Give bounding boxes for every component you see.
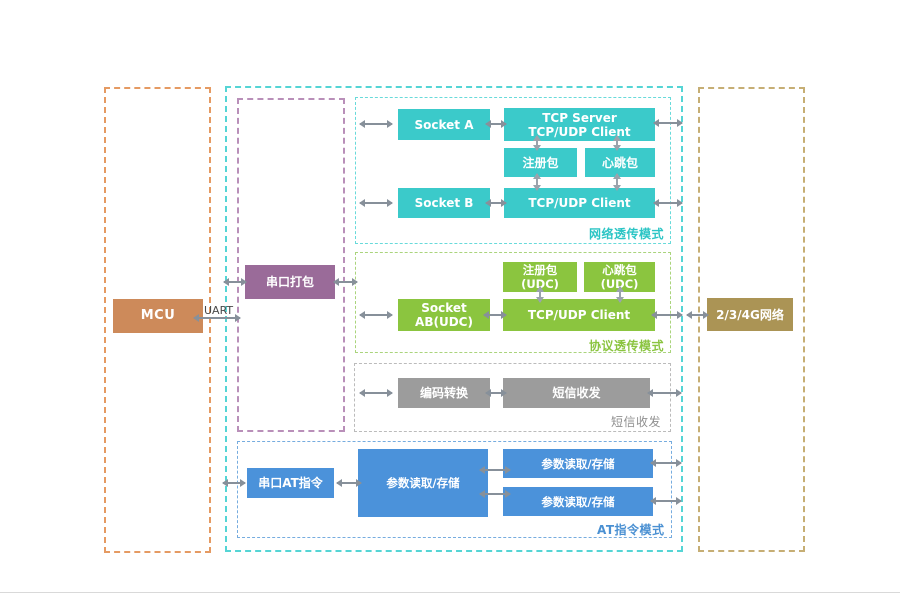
- mcu-box: MCU: [113, 299, 203, 333]
- arrow-tcpudp-udc-out: [651, 311, 683, 319]
- arrow-param-lower: [479, 490, 511, 498]
- wan-group-frame: [698, 87, 805, 552]
- mcu-label: MCU: [140, 308, 176, 323]
- arrow-tcpserver-out: [653, 119, 683, 127]
- arrow-param-lower-out: [650, 497, 682, 505]
- heartbeat-packet-udc-box: 心跳包 (UDC): [584, 262, 655, 292]
- sms-transceiver-box: 短信收发: [503, 378, 650, 408]
- arrow-serialpack-left: [223, 278, 247, 286]
- at-mode-section: [237, 441, 672, 538]
- arrow-heartudc-tcpudp: [616, 286, 624, 303]
- socket-ab-line1: Socket: [421, 301, 467, 315]
- tcp-server-line1: TCP Server: [542, 110, 617, 125]
- heartbeat-packet-label: 心跳包: [601, 155, 638, 170]
- page-bottom-divider: [0, 592, 900, 593]
- network-mode-section: [355, 97, 671, 244]
- arrow-module-wan: [686, 311, 709, 319]
- socket-b-label: Socket B: [414, 196, 474, 210]
- arrow-sms-out: [647, 389, 682, 397]
- param-read-store-lower-label: 参数读取/存储: [541, 494, 615, 509]
- sms-transceiver-label: 短信收发: [552, 386, 601, 400]
- wan-label: 2/3/4G网络: [716, 307, 784, 322]
- serial-at-command-label: 串口AT指令: [258, 476, 323, 490]
- serial-at-command-box: 串口AT指令: [247, 468, 334, 498]
- arrow-param-upper-out: [650, 459, 682, 467]
- arrow-serialat-param: [336, 479, 362, 487]
- param-read-store-main-box: 参数读取/存储: [358, 449, 488, 517]
- tcp-udp-client-udc-box: TCP/UDP Client: [503, 299, 655, 331]
- arrow-socketb-tcpudp: [485, 199, 507, 207]
- socket-ab-line2: AB(UDC): [415, 315, 473, 329]
- arrow-tcpserver-heartbeat: [613, 135, 621, 151]
- protocol-mode-title: 协议透传模式: [589, 339, 665, 353]
- module-group-frame: [225, 86, 683, 552]
- socket-b-box: Socket B: [398, 188, 490, 218]
- tcp-server-box: TCP Server TCP/UDP Client: [504, 108, 655, 141]
- serial-pack-frame: [237, 98, 345, 432]
- arrow-param-upper: [479, 466, 511, 474]
- arrow-heartbeat-tcpudp: [613, 173, 621, 191]
- encoding-conversion-label: 编码转换: [419, 386, 468, 400]
- arrow-serialat-in: [222, 479, 246, 487]
- param-read-store-upper-label: 参数读取/存储: [541, 456, 615, 471]
- arrow-encoding-in: [359, 389, 393, 397]
- socket-a-label: Socket A: [414, 117, 474, 132]
- serial-pack-label: 串口打包: [265, 275, 314, 289]
- tcp-udp-client-udc-label: TCP/UDP Client: [527, 308, 631, 322]
- arrow-socketab-tcpudp: [483, 311, 507, 319]
- arrow-regudc-tcpudp: [536, 286, 544, 303]
- socket-ab-box: Socket AB(UDC): [398, 299, 490, 331]
- arrow-encoding-sms: [485, 389, 507, 397]
- arrow-socketab-in: [359, 311, 393, 319]
- arrow-regpacket-tcpudp: [533, 173, 541, 191]
- sms-section-title: 短信收发: [611, 415, 662, 429]
- wan-box: 2/3/4G网络: [707, 298, 793, 331]
- protocol-mode-section: [355, 252, 671, 353]
- arrow-socketa-tcpserver: [485, 120, 507, 128]
- arrow-serialpack-right: [333, 278, 358, 286]
- arrow-socketa-in: [359, 120, 393, 128]
- heartbeat-packet-udc-label: 心跳包 (UDC): [600, 263, 639, 291]
- mcu-group-frame: [104, 87, 211, 553]
- tcp-udp-client-box: TCP/UDP Client: [504, 188, 655, 218]
- network-mode-title: 网络透传模式: [589, 227, 665, 241]
- at-mode-title: AT指令模式: [597, 523, 665, 537]
- reg-packet-udc-label: 注册包 (UDC): [521, 263, 559, 291]
- reg-packet-box: 注册包: [504, 148, 577, 177]
- param-read-store-lower-box: 参数读取/存储: [503, 487, 653, 516]
- socket-a-box: Socket A: [398, 109, 490, 140]
- param-read-store-main-label: 参数读取/存储: [386, 476, 460, 490]
- param-read-store-upper-box: 参数读取/存储: [503, 449, 653, 478]
- arrow-socketb-in: [359, 199, 393, 207]
- arrow-tcpudp-out: [653, 199, 683, 207]
- tcp-server-line2: TCP/UDP Client: [528, 124, 631, 139]
- tcp-udp-client-label: TCP/UDP Client: [528, 196, 631, 210]
- arrow-mcu-uart: [193, 314, 241, 322]
- serial-pack-box: 串口打包: [245, 265, 335, 299]
- reg-packet-label: 注册包: [522, 155, 559, 170]
- arrow-tcpserver-regpacket: [533, 135, 541, 151]
- encoding-conversion-box: 编码转换: [398, 378, 490, 408]
- uart-label: UART: [204, 304, 234, 317]
- sms-section: [354, 363, 671, 432]
- heartbeat-packet-box: 心跳包: [585, 148, 655, 177]
